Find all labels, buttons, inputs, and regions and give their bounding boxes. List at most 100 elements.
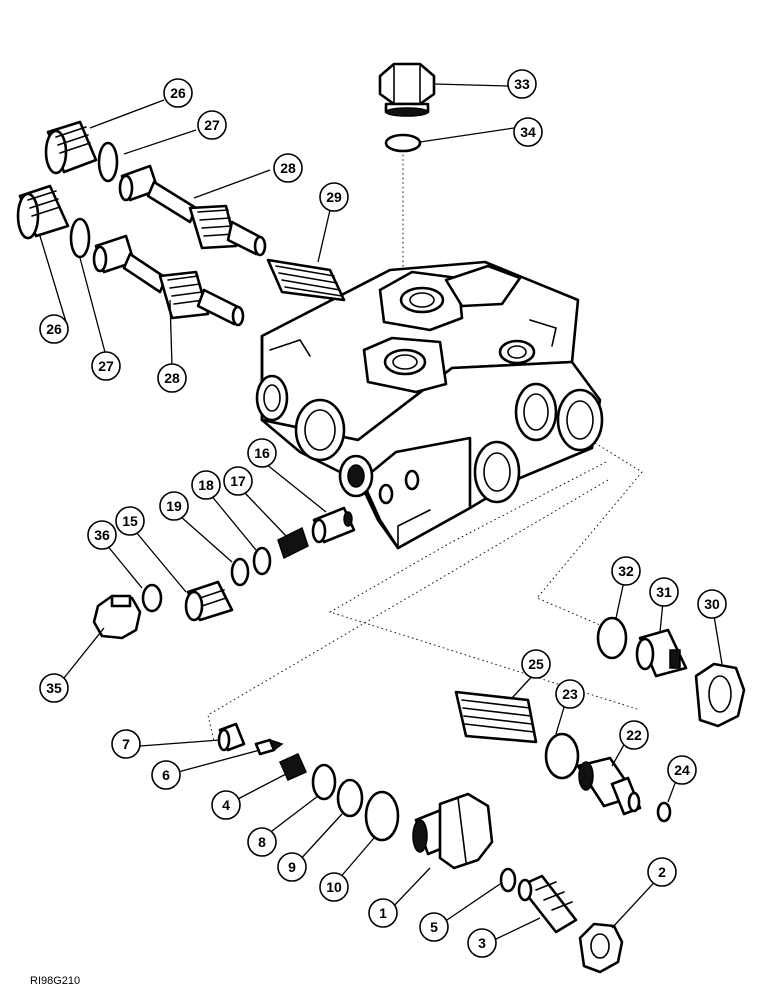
svg-text:26: 26: [46, 321, 62, 337]
svg-text:7: 7: [122, 736, 130, 752]
callout-10: 10: [319, 872, 349, 902]
callout-27-lower: 27: [91, 351, 121, 381]
svg-text:30: 30: [704, 596, 720, 612]
callout-26-lower: 26: [39, 314, 69, 344]
assembly-lines: [207, 150, 643, 743]
callout-31: 31: [649, 577, 679, 607]
part-29-spring: [266, 258, 346, 302]
svg-text:32: 32: [618, 563, 634, 579]
part-33-plug: [378, 62, 436, 117]
callout-17: 17: [223, 466, 253, 496]
svg-text:16: 16: [254, 445, 270, 461]
part-35-cap: [92, 594, 142, 640]
part-18-ring: [252, 546, 272, 576]
svg-text:2: 2: [658, 864, 666, 880]
callout-4: 4: [211, 790, 241, 820]
callout-28-upper: 28: [273, 153, 303, 183]
drawing-code: RI98G210: [30, 975, 80, 987]
part-26-plug-lower: [16, 184, 70, 240]
part-5-ring: [499, 867, 517, 893]
svg-text:28: 28: [280, 160, 296, 176]
part-36-ring: [141, 583, 163, 613]
part-28-spool-lower: [92, 234, 245, 327]
svg-text:25: 25: [528, 656, 544, 672]
svg-text:34: 34: [520, 124, 536, 140]
svg-text:26: 26: [170, 85, 186, 101]
svg-text:36: 36: [94, 527, 110, 543]
callout-36: 36: [87, 520, 117, 550]
part-17-spring: [277, 526, 309, 560]
part-9-ring: [336, 778, 364, 818]
callout-6: 6: [151, 760, 181, 790]
svg-text:19: 19: [166, 498, 182, 514]
part-34-ring: [384, 133, 422, 153]
svg-text:27: 27: [204, 117, 220, 133]
part-6-dart: [254, 738, 284, 756]
part-27-ring-lower: [69, 217, 91, 259]
svg-text:4: 4: [222, 797, 230, 813]
svg-text:33: 33: [514, 76, 530, 92]
svg-text:23: 23: [562, 686, 578, 702]
part-1-cartridge: [412, 792, 494, 870]
svg-text:24: 24: [674, 762, 690, 778]
part-16-sleeve: [311, 506, 356, 544]
part-8-ring: [311, 763, 337, 801]
svg-text:35: 35: [46, 680, 62, 696]
part-10-ring: [364, 790, 400, 842]
svg-text:1: 1: [379, 905, 387, 921]
callout-33: 33: [507, 69, 537, 99]
part-24-ring: [656, 801, 672, 823]
svg-text:3: 3: [478, 935, 486, 951]
svg-text:22: 22: [626, 727, 642, 743]
part-23-ring: [544, 732, 580, 780]
svg-text:5: 5: [430, 919, 438, 935]
part-25-spring: [454, 690, 538, 744]
part-26-plug-upper: [44, 120, 98, 175]
part-7-pin: [217, 722, 246, 752]
part-31-fitting: [635, 628, 688, 678]
svg-text:17: 17: [230, 473, 246, 489]
callout-19: 19: [159, 491, 189, 521]
svg-text:10: 10: [326, 879, 342, 895]
svg-text:31: 31: [656, 584, 672, 600]
callout-3: 3: [467, 928, 497, 958]
callout-8: 8: [247, 827, 277, 857]
callout-26-upper: 26: [163, 78, 193, 108]
part-30-nut: [694, 662, 746, 728]
callout-34: 34: [513, 117, 543, 147]
part-19-ring: [230, 557, 250, 587]
part-27-ring-upper: [97, 141, 119, 183]
svg-text:18: 18: [198, 477, 214, 493]
part-15-poppet: [184, 580, 234, 622]
callout-5: 5: [419, 912, 449, 942]
callout-28-lower: 28: [157, 363, 187, 393]
callout-29: 29: [319, 182, 349, 212]
callout-23: 23: [555, 679, 585, 709]
svg-text:6: 6: [162, 767, 170, 783]
part-4-spring: [279, 753, 307, 781]
callout-18: 18: [191, 470, 221, 500]
svg-text:29: 29: [326, 189, 342, 205]
callout-7: 7: [111, 729, 141, 759]
part-22-valve: [576, 756, 642, 816]
callout-24: 24: [667, 755, 697, 785]
callout-32: 32: [611, 556, 641, 586]
callout-27-upper: 27: [197, 110, 227, 140]
callout-9: 9: [277, 852, 307, 882]
callout-30: 30: [697, 589, 727, 619]
callout-35: 35: [39, 673, 69, 703]
valve-body: [255, 260, 604, 550]
callout-1: 1: [368, 898, 398, 928]
part-2-nut: [578, 922, 624, 974]
callout-15: 15: [115, 506, 145, 536]
part-32-ring: [596, 616, 628, 660]
part-3-stem: [517, 874, 578, 934]
part-28-spool-upper: [118, 164, 267, 257]
callout-22: 22: [619, 720, 649, 750]
svg-text:28: 28: [164, 370, 180, 386]
callout-2: 2: [647, 857, 677, 887]
svg-text:8: 8: [258, 834, 266, 850]
callout-16: 16: [247, 438, 277, 468]
